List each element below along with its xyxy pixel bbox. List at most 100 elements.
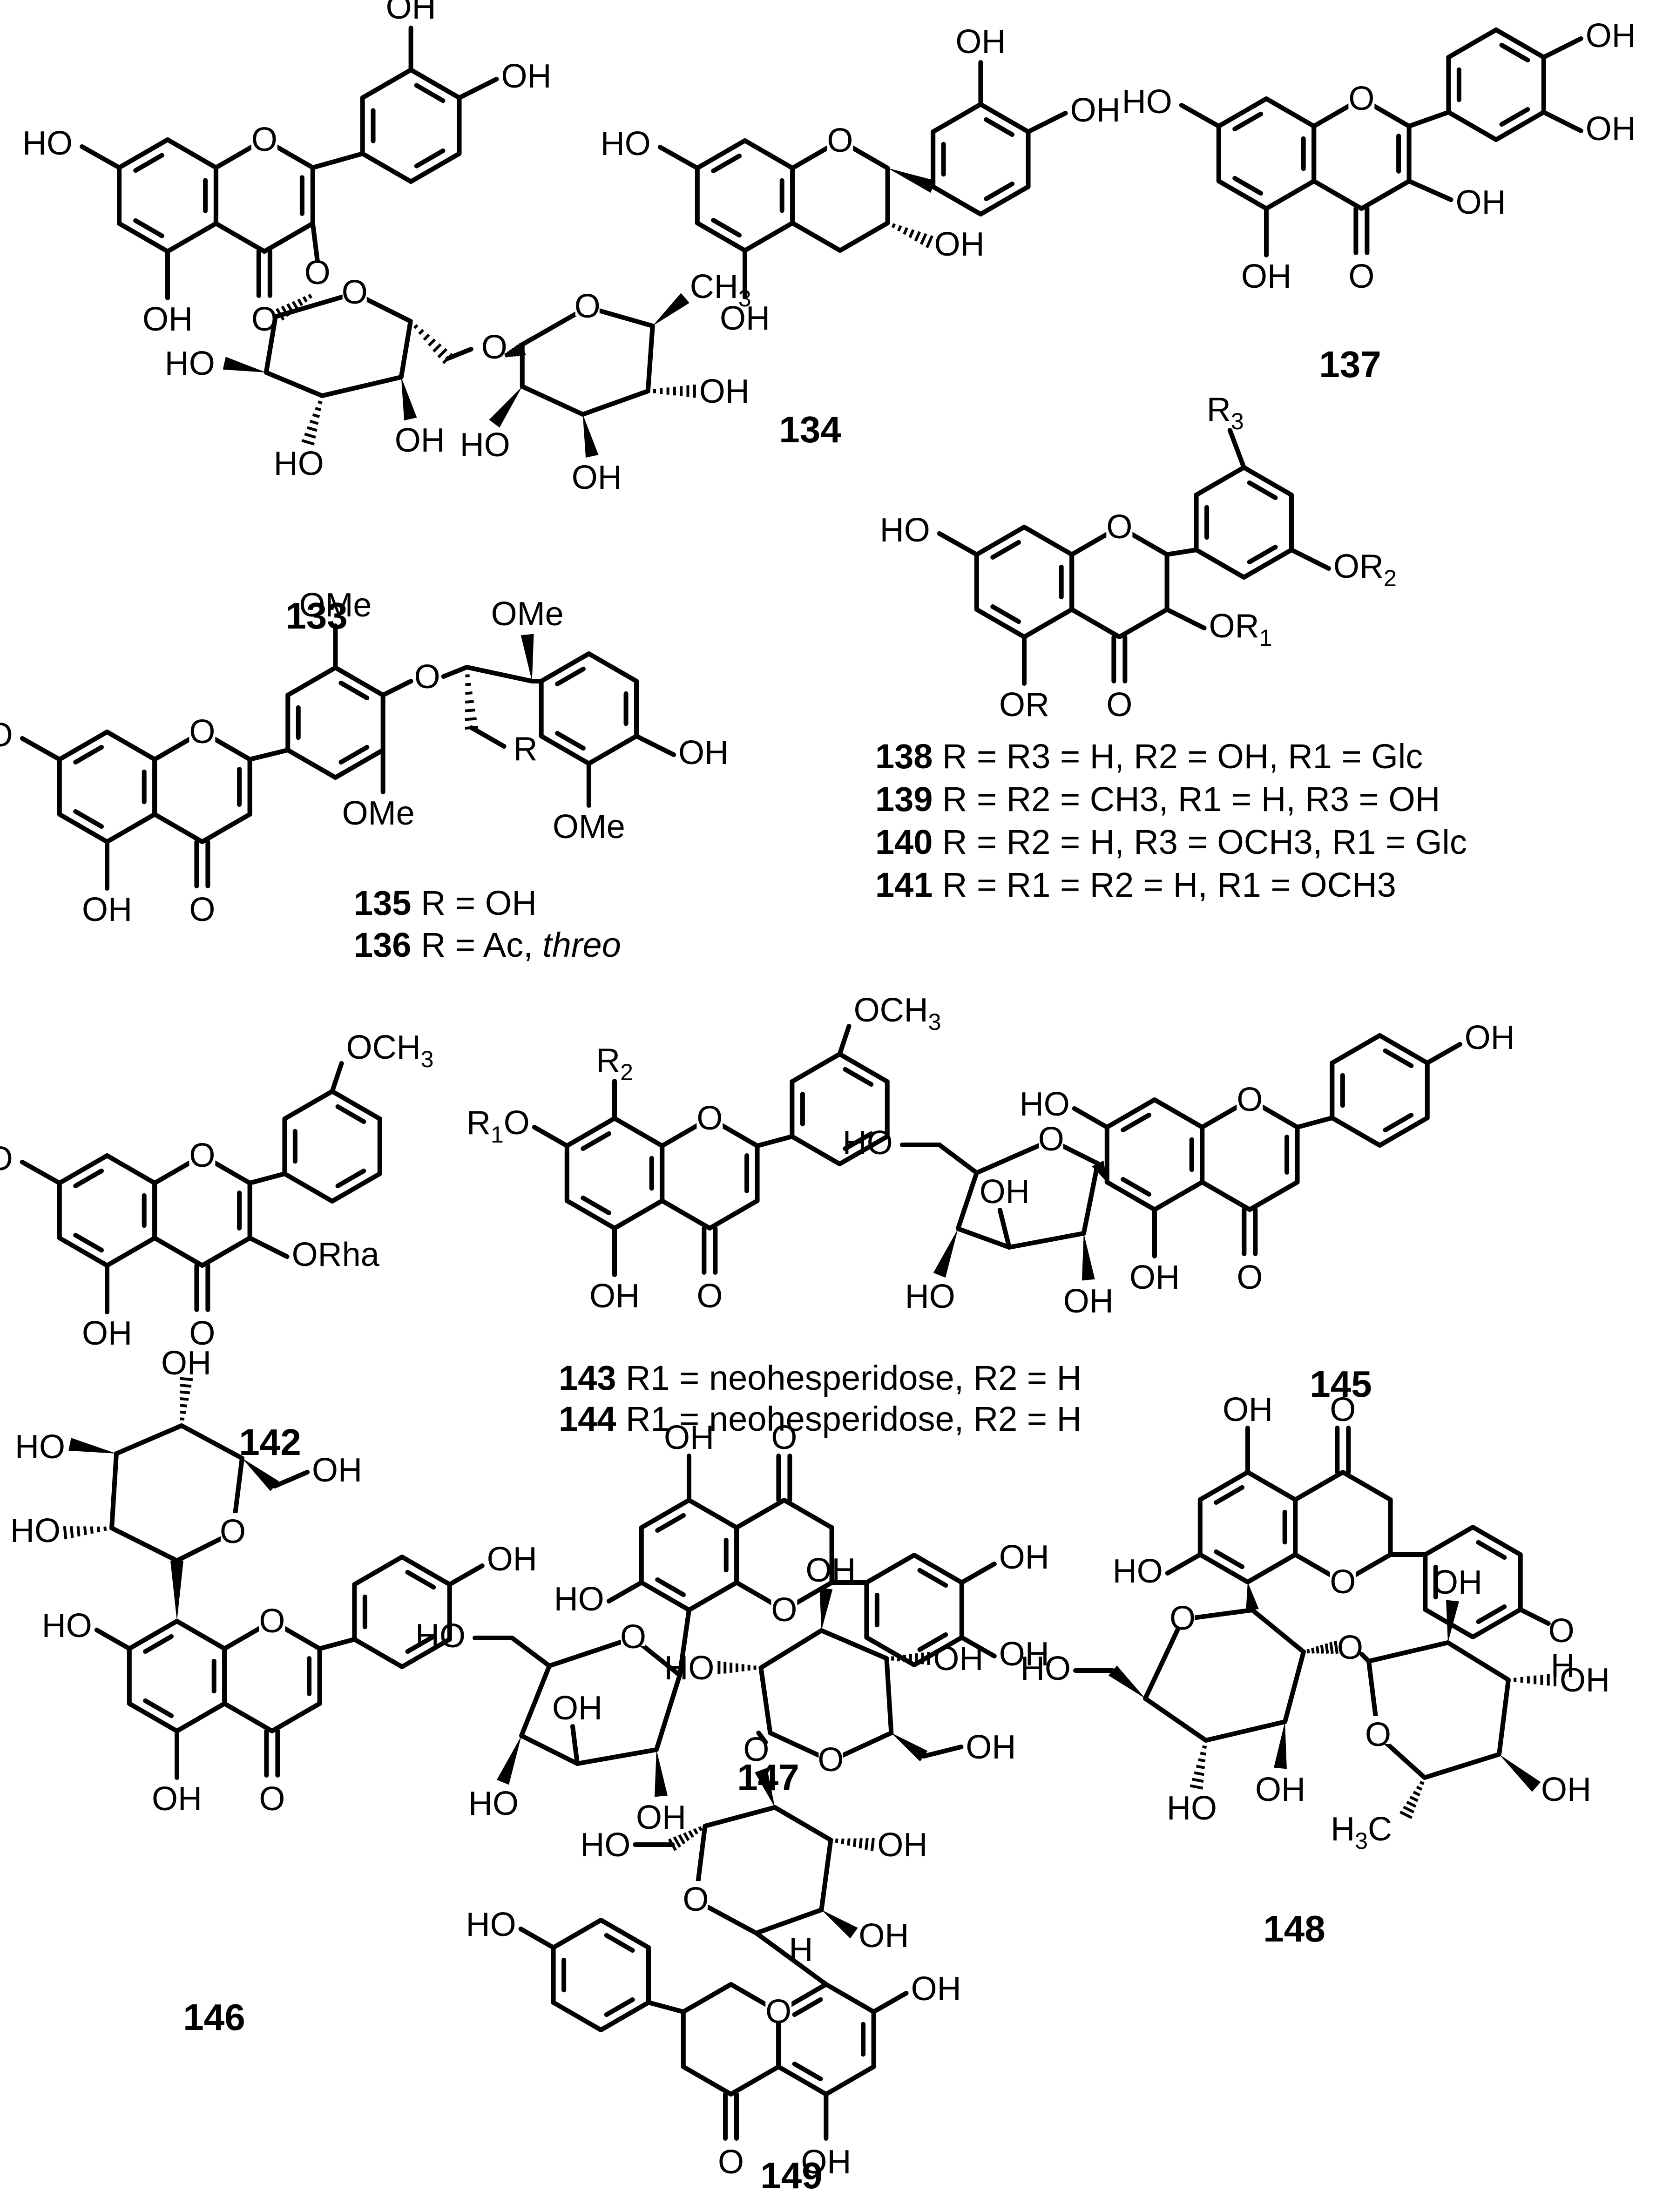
bond (646, 2000, 686, 2014)
wedge-bond (887, 168, 936, 193)
double-bond (581, 1131, 612, 1151)
atom-label: O (1348, 80, 1374, 117)
bond (360, 68, 462, 184)
bond (447, 1563, 485, 1587)
atom-label: OH (1223, 1391, 1273, 1428)
atom-label: OH (487, 1541, 537, 1578)
atom-label: OH (1456, 184, 1506, 221)
bond (464, 665, 534, 683)
double-bond (984, 117, 1015, 137)
bond (1104, 1097, 1205, 1212)
bond (57, 730, 157, 844)
atom-label: OH (386, 0, 436, 26)
compound-147: OOOHHOOHOHOHOHOOHOH147 (415, 1419, 1049, 1836)
double-bond (414, 83, 446, 103)
atom-label: HO (905, 1278, 955, 1315)
bond (1194, 465, 1294, 580)
double-bond (335, 1104, 366, 1124)
bond (539, 651, 639, 766)
atom-label: H (789, 1931, 813, 1968)
atom-label: OMe (342, 795, 415, 832)
double-bond (405, 1569, 436, 1590)
atom-label: O (818, 1741, 844, 1779)
atom-label: O (718, 2144, 744, 2181)
hashed-bond (63, 1526, 107, 1540)
wedge-bond (68, 1438, 116, 1454)
bond (532, 1125, 569, 1148)
double-bond (555, 731, 586, 751)
atom-label: OH (501, 58, 552, 95)
bond (1330, 1033, 1430, 1148)
atom-label: HO (165, 345, 215, 382)
atom-label: OH (999, 1636, 1049, 1673)
bond (1164, 607, 1207, 630)
bond (1406, 110, 1451, 129)
double-bond (1247, 544, 1278, 565)
atom-label: OH (934, 226, 985, 263)
double-bond (792, 2061, 823, 2082)
bond (469, 725, 507, 749)
atom-label: OH (142, 301, 193, 338)
double-bond (73, 1232, 104, 1253)
double-bond (990, 540, 1021, 560)
hashed-bond (275, 293, 312, 321)
bond (974, 525, 1075, 639)
atom-label: OH (395, 422, 445, 459)
caption-136: 136 R = Ac, threo (354, 926, 621, 964)
atom-label: OMe (491, 595, 564, 633)
atom-label: OH (1063, 1283, 1114, 1320)
bond (551, 1918, 651, 2032)
bond (282, 1089, 382, 1204)
bond (695, 138, 795, 253)
bond (94, 1628, 132, 1651)
atom-label: OH (805, 1552, 856, 1589)
double-bond (133, 218, 164, 238)
bond (755, 1134, 795, 1148)
wedge-bond (170, 1561, 183, 1621)
atom-label: O (304, 254, 331, 291)
hashed-bond (1306, 1640, 1338, 1654)
atom-label: O (251, 121, 277, 158)
hashed-bond (1514, 1673, 1556, 1686)
atom-label: HO (274, 445, 324, 482)
wedge-bond (1081, 1233, 1095, 1281)
atom-label: HO (843, 1124, 893, 1162)
atom-label: HO (1122, 83, 1172, 121)
bond (1425, 1042, 1462, 1065)
double-bond (604, 1933, 635, 1953)
bond (790, 1052, 890, 1166)
atom-label: HO (601, 125, 651, 162)
atom-label: OH (552, 1690, 602, 1727)
atom-label: HO (460, 426, 510, 464)
wedge-bond (1499, 1754, 1541, 1792)
atom-label: HO (1020, 1086, 1070, 1123)
bond (1541, 36, 1583, 60)
atom-label: OMe (553, 808, 625, 846)
atom-label: OH (1560, 1662, 1610, 1699)
atom-label: O (259, 1603, 285, 1640)
bond (20, 736, 62, 762)
hashed-bond (413, 324, 453, 365)
bond (57, 1153, 157, 1268)
bond (1406, 179, 1453, 202)
double-bond (792, 1997, 823, 2017)
double-bond (711, 217, 742, 238)
bond (997, 1208, 1012, 1250)
wedge-bond (1246, 1582, 1259, 1611)
wedge-bond (582, 414, 599, 458)
double-bond (1121, 1112, 1152, 1133)
bond (445, 347, 473, 361)
caption-139: 139 R = R2 = CH3, R1 = H, R3 = OH (875, 780, 1440, 819)
double-bond (73, 744, 104, 765)
double-bond (73, 809, 104, 829)
bond (1423, 1525, 1523, 1639)
atom-label: O (189, 1315, 215, 1352)
atom-label: OMe (299, 587, 372, 624)
atom-label: R (514, 731, 538, 768)
atom-label: OH (955, 23, 1006, 61)
atom-label: R3 (1207, 391, 1244, 434)
atom-label: O (827, 122, 853, 159)
